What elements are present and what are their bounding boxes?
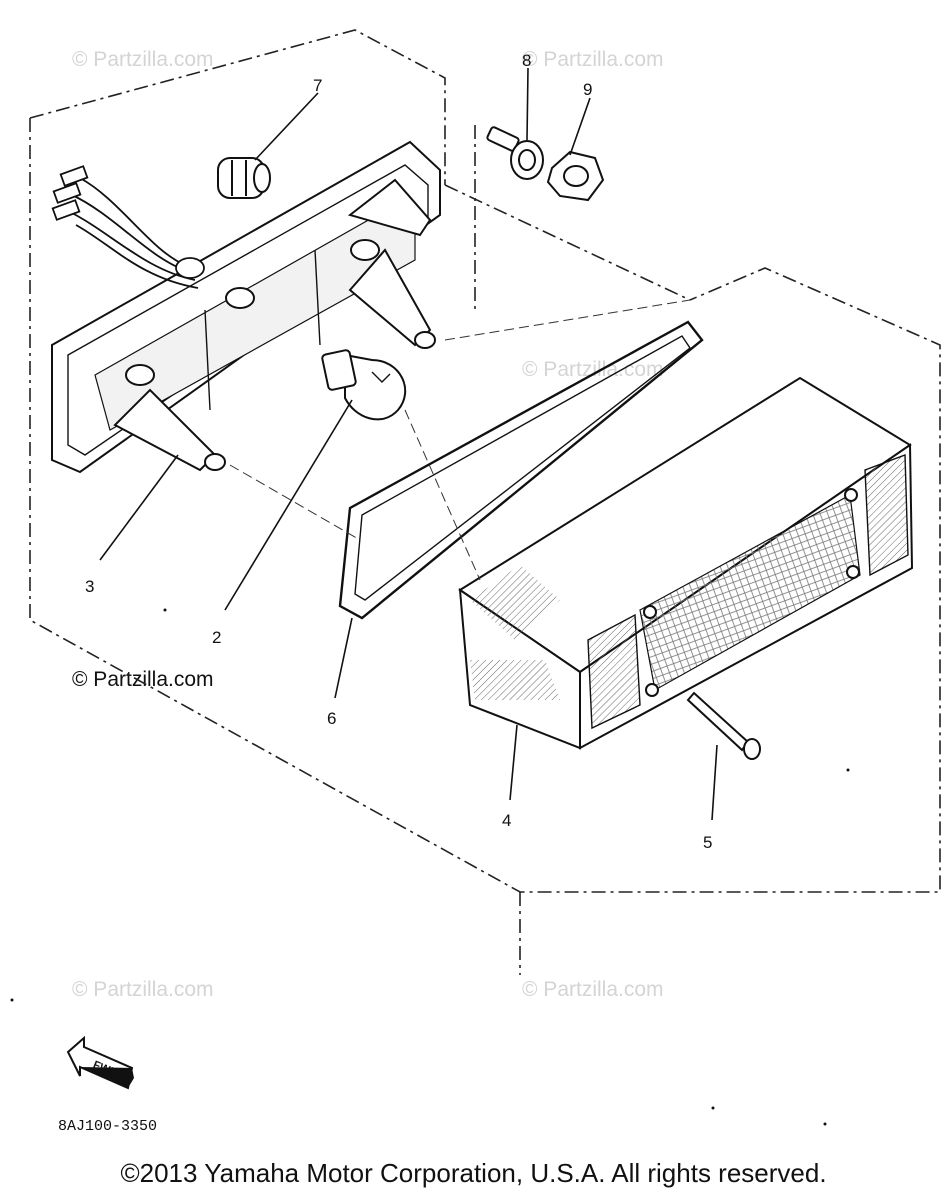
callout-label: 3 xyxy=(85,577,94,596)
watermark-dark: © Partzilla.com xyxy=(72,668,214,691)
bulb-part xyxy=(321,349,407,421)
wire-harness xyxy=(51,165,205,289)
callout-labels: 2 3 4 5 6 7 8 9 xyxy=(85,51,712,852)
watermark: © Partzilla.com xyxy=(72,978,214,1001)
lens-part xyxy=(458,376,914,750)
watermark: © Partzilla.com xyxy=(522,358,664,381)
watermark: © Partzilla.com xyxy=(72,48,214,71)
screw-part xyxy=(686,691,761,760)
diagram-code: 8AJ100-3350 xyxy=(58,1118,157,1135)
bolt-part xyxy=(486,126,544,180)
lamp-housing xyxy=(51,140,441,474)
fwd-arrow-icon: FWD xyxy=(66,1035,134,1090)
copyright-notice: ©2013 Yamaha Motor Corporation, U.S.A. A… xyxy=(120,1158,827,1188)
watermark: © Partzilla.com xyxy=(522,48,664,71)
callout-label: 6 xyxy=(327,709,336,728)
grommet-part xyxy=(217,157,271,199)
watermark: © Partzilla.com xyxy=(522,978,664,1001)
specks xyxy=(10,608,850,1126)
callout-label: 9 xyxy=(583,80,592,99)
callout-label: 7 xyxy=(313,76,322,95)
callout-label: 2 xyxy=(212,628,221,647)
callout-label: 5 xyxy=(703,833,712,852)
construction-lines xyxy=(229,299,691,581)
leader-lines xyxy=(99,67,718,821)
gasket-part xyxy=(338,320,704,620)
callout-label: 8 xyxy=(522,51,531,70)
assembly-boundary xyxy=(29,29,941,975)
callout-label: 4 xyxy=(502,811,511,830)
nut-part xyxy=(546,150,605,202)
